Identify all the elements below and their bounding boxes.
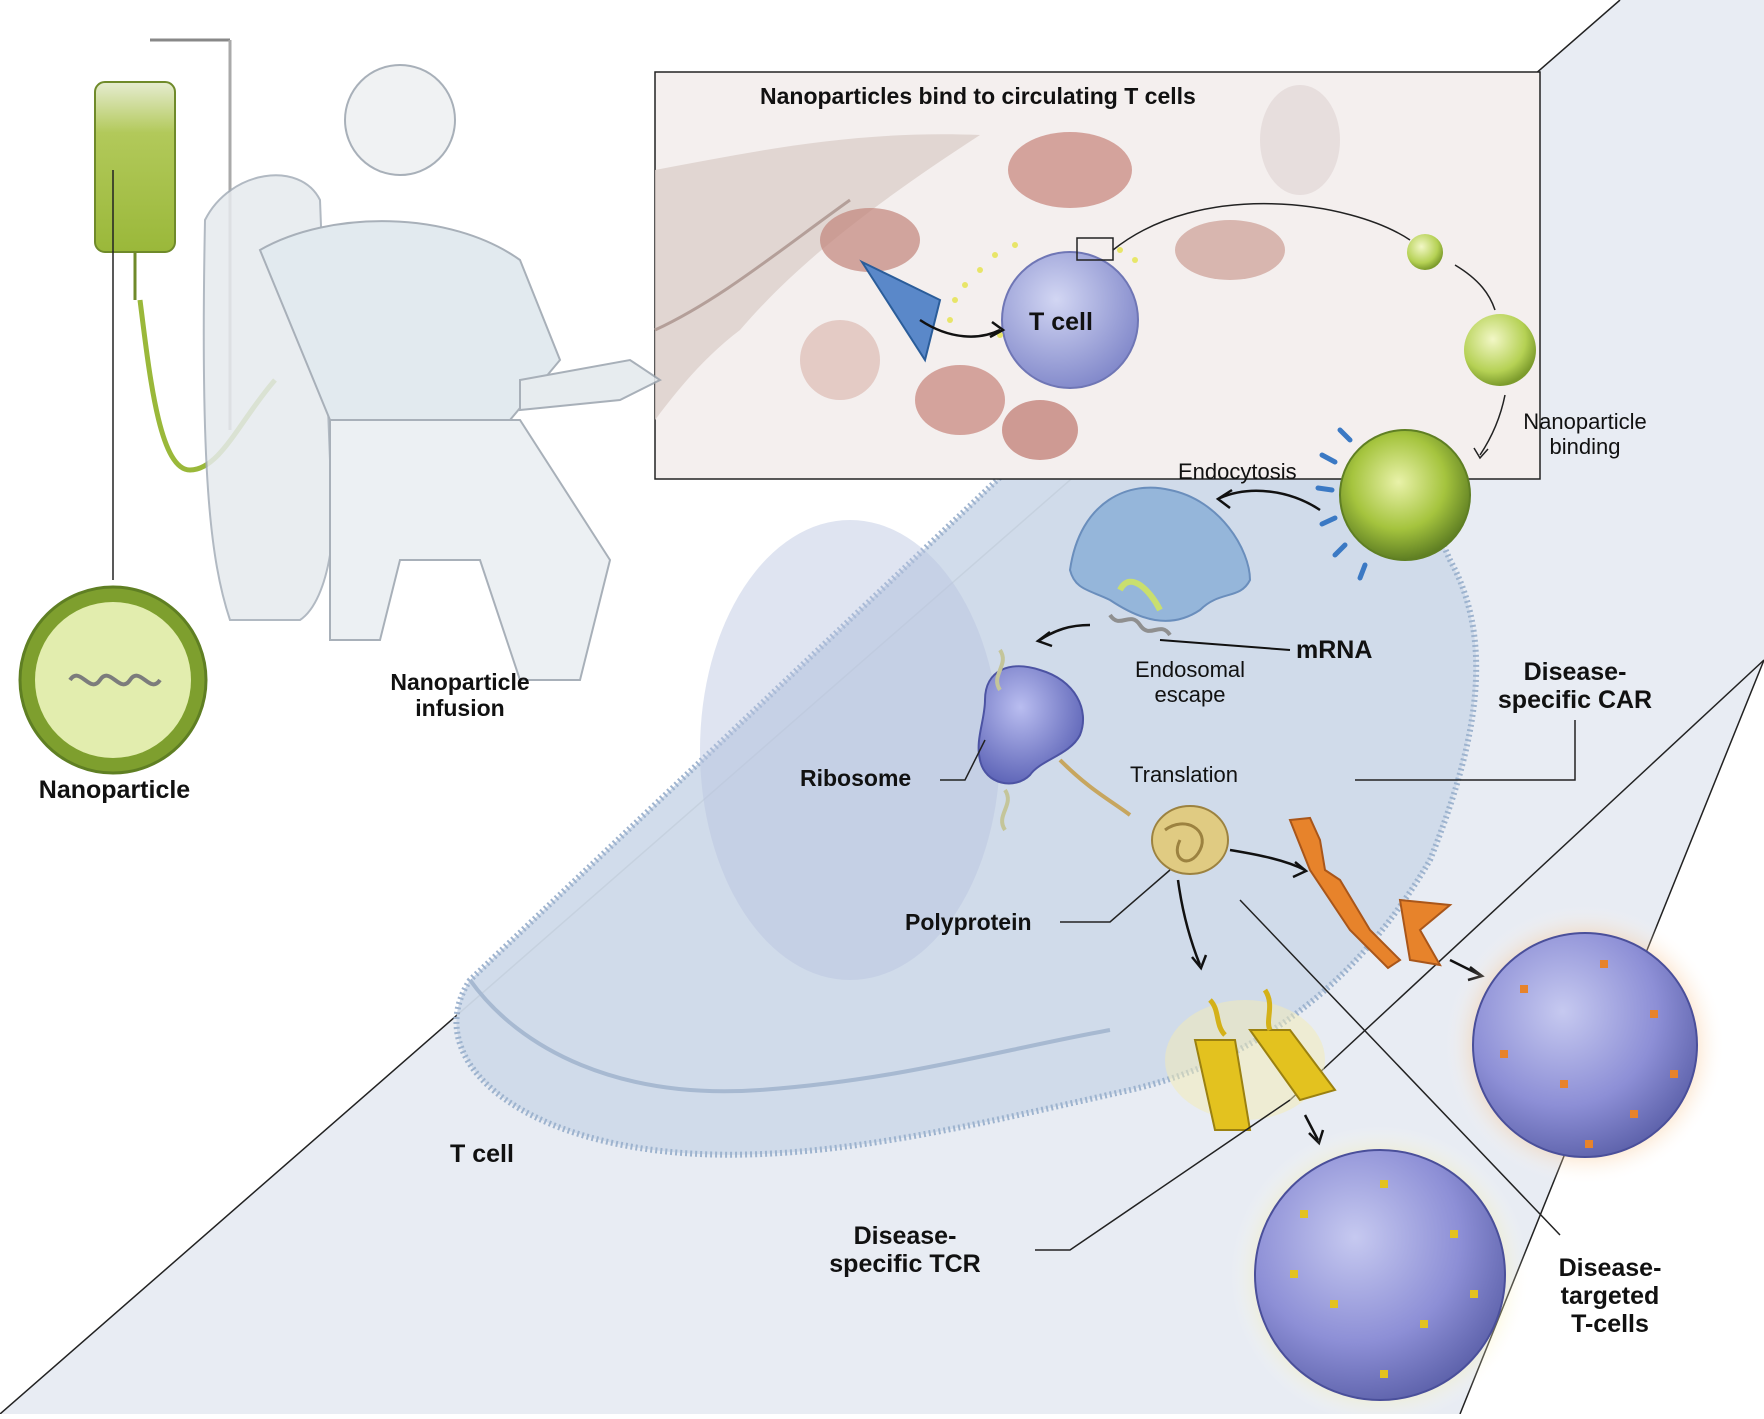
- car-tcell: [1472, 932, 1698, 1158]
- targeted-line2: targeted: [1560, 1282, 1660, 1310]
- car-receptor: [1288, 816, 1453, 970]
- endosome: [1068, 486, 1252, 622]
- infusion-line1: Nanoparticle: [390, 669, 530, 695]
- polyprotein-label: Polyprotein: [905, 909, 1032, 936]
- red-blood-cell: [1175, 220, 1285, 280]
- red-blood-cell: [1008, 132, 1132, 208]
- mrna-label: mRNA: [1296, 636, 1372, 664]
- nanoparticle-text: Nanoparticle: [38, 776, 191, 804]
- infusion-label: Nanoparticle infusion: [360, 669, 560, 722]
- nanoparticle-label: Nanoparticle: [12, 776, 217, 804]
- tcr-line2: specific TCR: [829, 1250, 981, 1278]
- translation-text: Translation: [1130, 762, 1239, 787]
- tcr-tcell: [1254, 1149, 1506, 1401]
- escape-line1: Endosomal: [1134, 657, 1246, 682]
- inset-tcell-text: T cell: [1029, 308, 1093, 336]
- targeted-line1: Disease-: [1558, 1254, 1662, 1282]
- nanoparticle-bound: [1339, 429, 1471, 561]
- nanoparticle-diagram: [18, 585, 208, 775]
- tcell-main-text: T cell: [450, 1140, 514, 1168]
- car-line2: specific CAR: [1497, 686, 1653, 714]
- inset-title: Nanoparticles bind to circulating T cell…: [760, 83, 1620, 110]
- inset-title-text: Nanoparticles bind to circulating T cell…: [760, 83, 1196, 109]
- inset-tcell-label: T cell: [1029, 308, 1093, 336]
- binding-label: Nanoparticle binding: [1500, 409, 1670, 459]
- car-line1: Disease-: [1523, 658, 1627, 686]
- tcr-receptor: [1165, 988, 1337, 1131]
- inset-panel: [654, 71, 1541, 480]
- red-blood-cell: [915, 365, 1005, 435]
- polyprotein: [1151, 805, 1229, 875]
- red-blood-cell: [800, 320, 880, 400]
- car-label: Disease- specific CAR: [1490, 658, 1660, 714]
- mrna-text: mRNA: [1296, 636, 1373, 664]
- targeted-label: Disease- targeted T-cells: [1540, 1254, 1680, 1338]
- tcell-main-label: T cell: [450, 1140, 514, 1168]
- endocytosis-text: Endocytosis: [1178, 459, 1297, 484]
- receptors: [1315, 427, 1368, 581]
- red-blood-cell: [1002, 400, 1078, 460]
- patient-figure: [202, 64, 662, 681]
- ribosome-label: Ribosome: [800, 765, 912, 792]
- binding-line2: binding: [1549, 433, 1621, 459]
- nanoparticle-small: [1407, 234, 1443, 270]
- translation-label: Translation: [1130, 762, 1239, 788]
- infusion-line2: infusion: [415, 694, 505, 721]
- polyprotein-text: Polyprotein: [905, 909, 1032, 935]
- targeted-line3: T-cells: [1571, 1310, 1649, 1338]
- mrna-strand: [1108, 613, 1172, 637]
- nanoparticle-medium: [1464, 314, 1536, 386]
- inset-tcell: [1001, 251, 1139, 389]
- binding-line1: Nanoparticle: [1523, 409, 1647, 434]
- tcr-line1: Disease-: [853, 1222, 957, 1250]
- escape-line2: escape: [1154, 681, 1226, 707]
- ribosome: [977, 665, 1085, 785]
- tcr-label: Disease- specific TCR: [810, 1222, 1000, 1278]
- escape-label: Endosomal escape: [1110, 657, 1270, 707]
- ribosome-text: Ribosome: [800, 765, 912, 791]
- endocytosis-label: Endocytosis: [1178, 459, 1297, 485]
- catheter: [859, 259, 942, 363]
- red-blood-cell: [820, 208, 920, 272]
- red-blood-cell: [1260, 85, 1340, 195]
- nucleus: [700, 520, 1000, 980]
